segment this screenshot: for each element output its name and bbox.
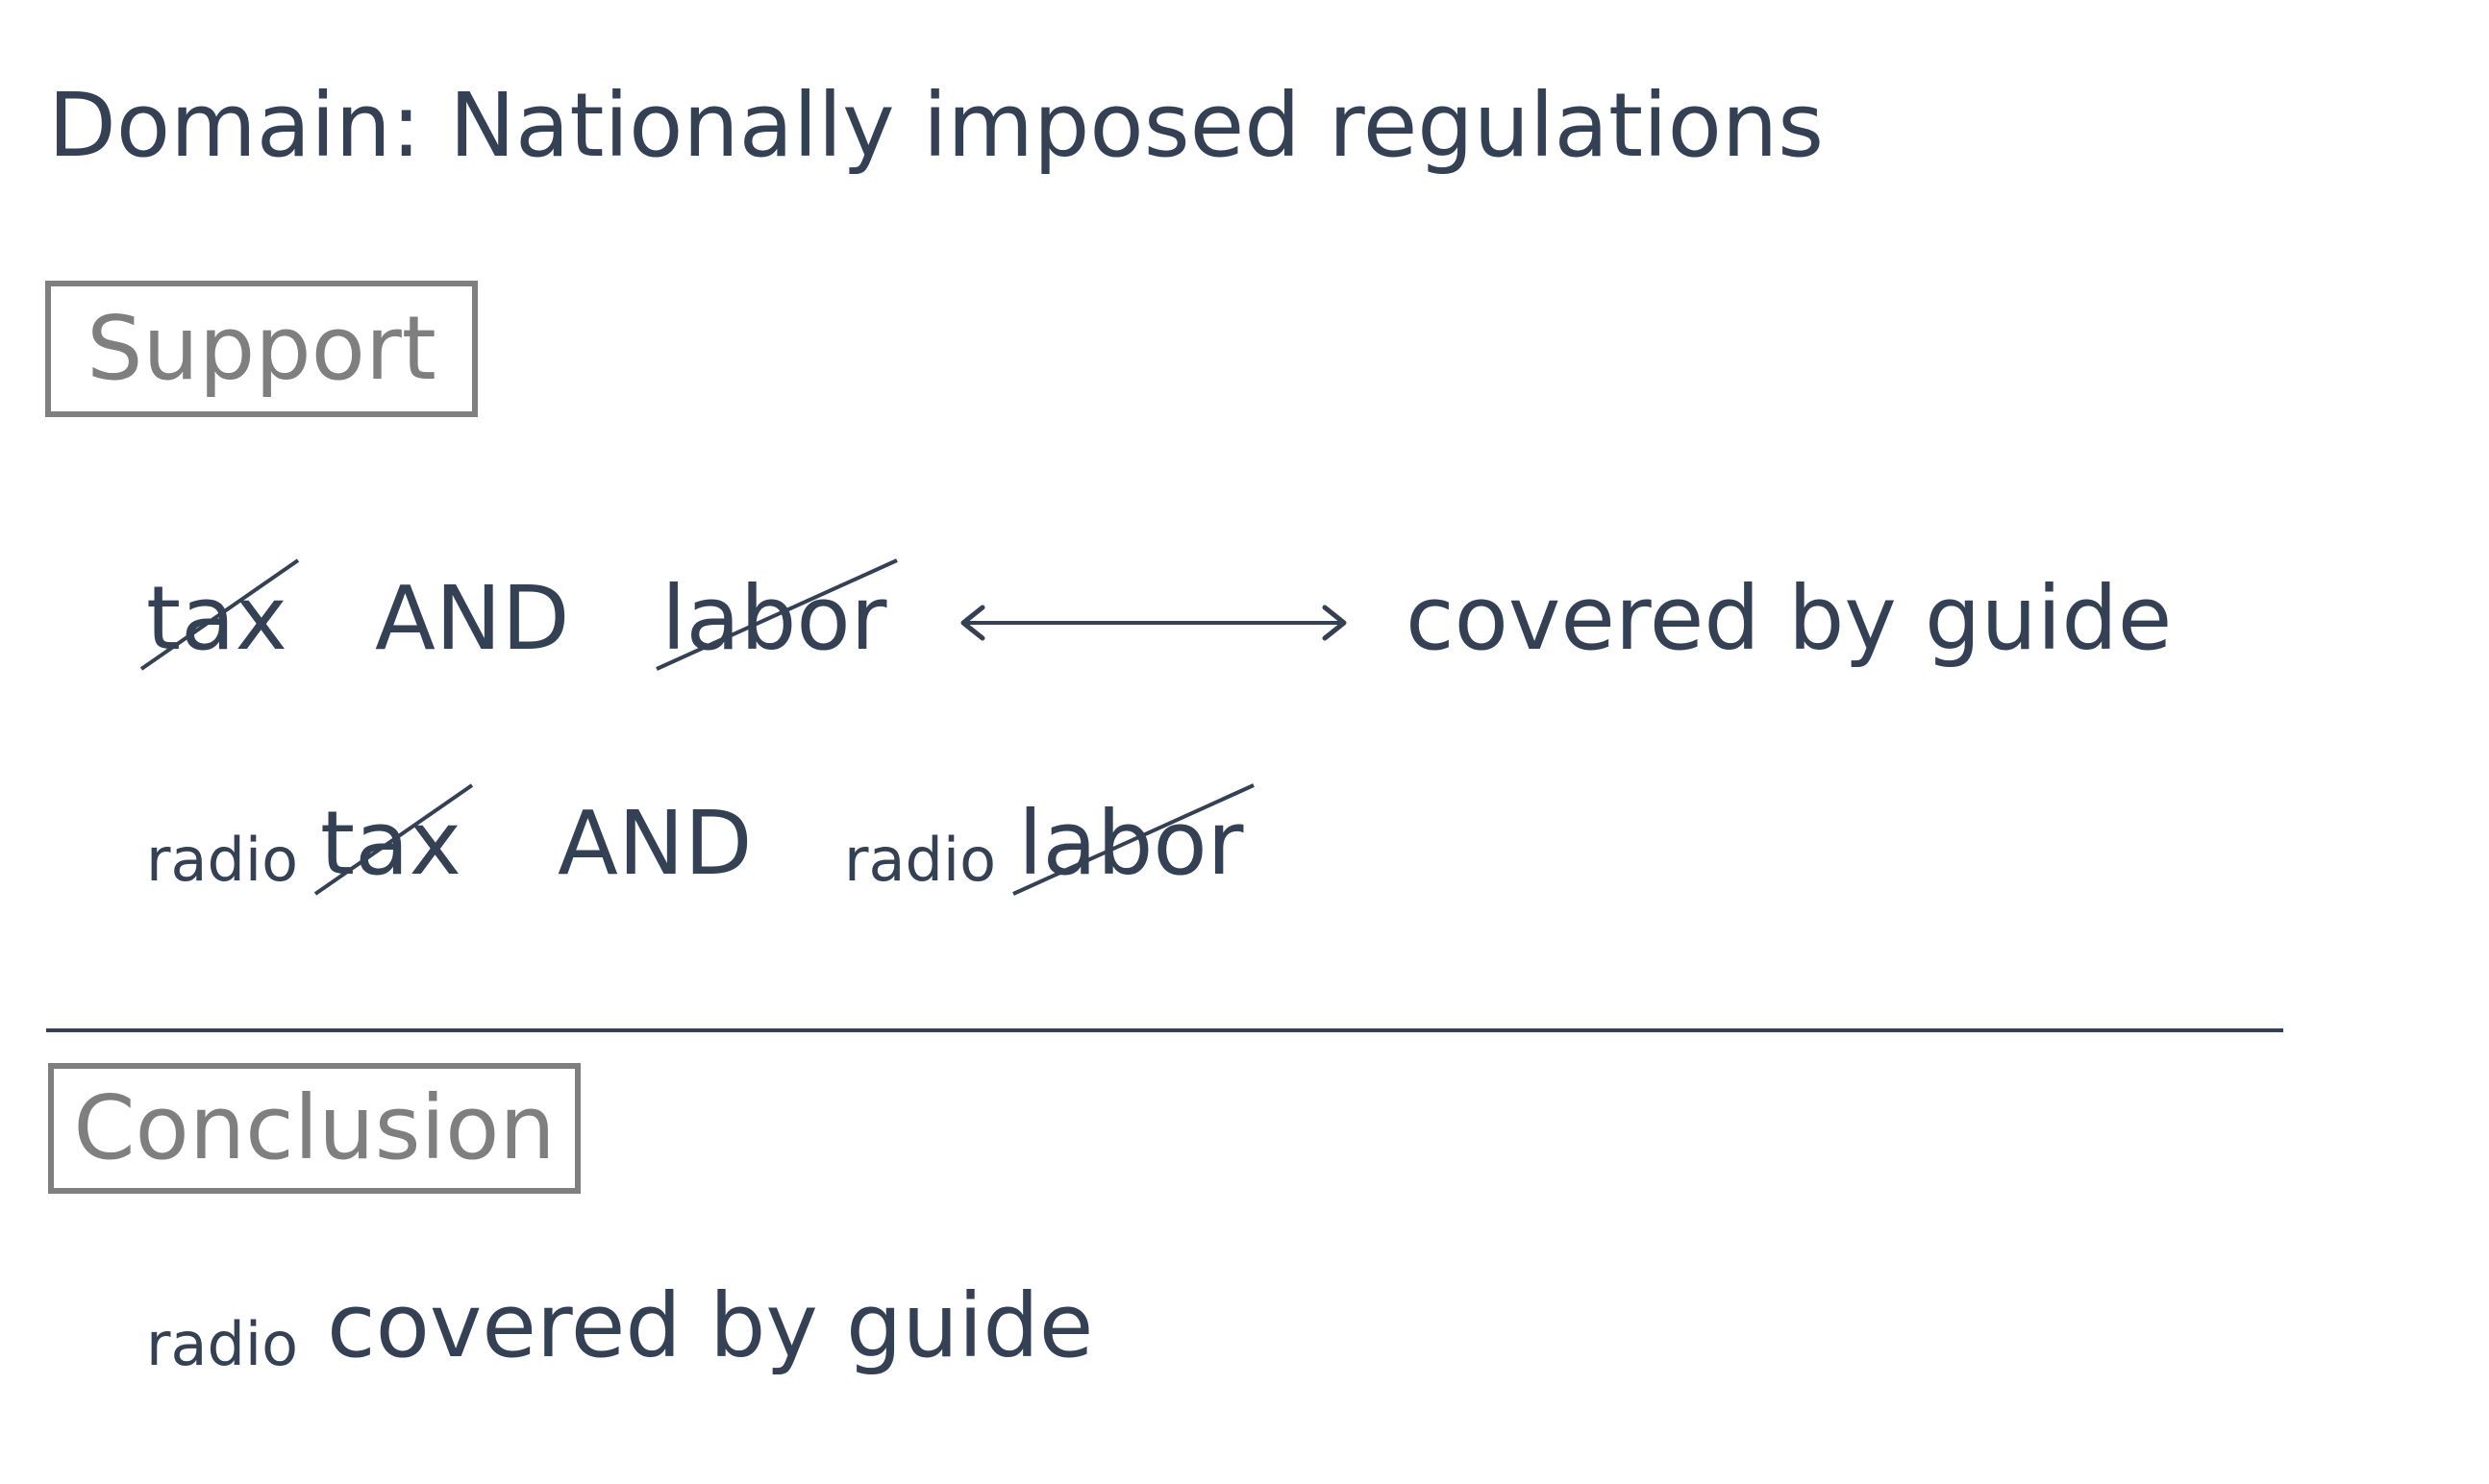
- negated-labor-term-2: labor: [1012, 783, 1255, 896]
- modal-radio-left: radio: [146, 825, 298, 895]
- support-conclusion-divider: [46, 1028, 2283, 1032]
- conclusion-heading-box: Conclusion: [48, 1063, 581, 1194]
- conclusion-statement: covered by guide: [327, 1274, 1094, 1377]
- negated-tax-term-2: tax: [313, 783, 474, 896]
- connective-and: AND: [375, 567, 570, 670]
- negation-slash-icon: [1012, 783, 1255, 896]
- support-heading: Support: [87, 297, 436, 400]
- result-covered-by-guide: covered by guide: [1406, 567, 2173, 670]
- negated-tax-term: tax: [139, 558, 300, 671]
- domain-title: Domain: Nationally imposed regulations: [48, 74, 1825, 177]
- negated-labor-term: labor: [656, 558, 898, 671]
- negation-slash-icon: [139, 558, 300, 671]
- negation-slash-icon: [656, 558, 898, 671]
- biconditional-arrow-icon: [960, 605, 1347, 641]
- support-heading-box: Support: [45, 281, 478, 417]
- conclusion-heading: Conclusion: [73, 1076, 556, 1179]
- connective-and-2: AND: [558, 792, 753, 895]
- modal-radio-right: radio: [844, 825, 996, 895]
- negation-slash-icon: [313, 783, 474, 896]
- modal-radio-conclusion: radio: [146, 1309, 298, 1379]
